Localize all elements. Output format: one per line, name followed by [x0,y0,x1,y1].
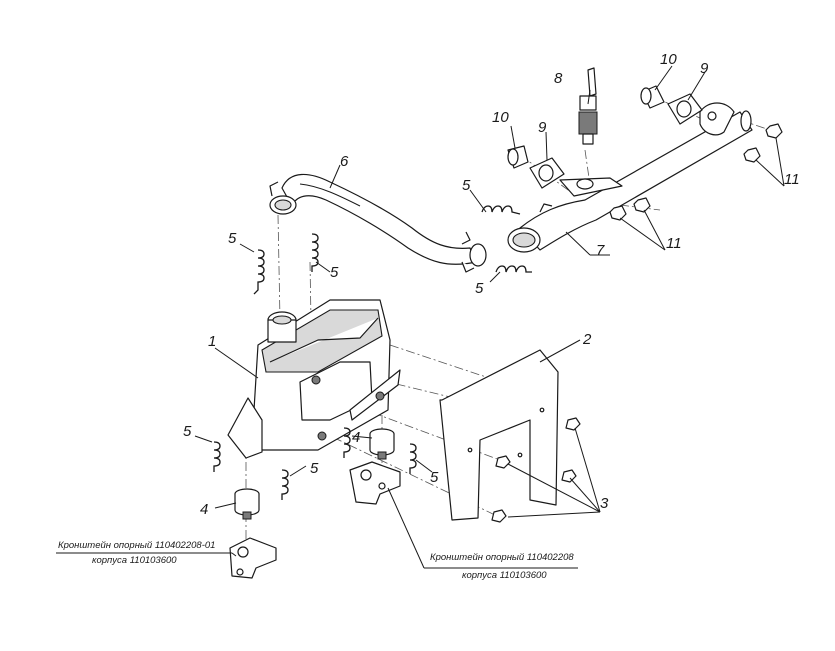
callout-5-c: 5 [462,177,471,194]
callout-9-lower: 9 [538,119,547,136]
callout-9-upper: 9 [700,60,709,77]
callout-5-d: 5 [475,280,484,297]
spring-2 [311,233,319,272]
oxygen-sensor [578,67,598,145]
bushing-upper [640,85,665,109]
spring-4 [495,265,532,273]
spring-5 [213,441,221,472]
exhaust-pipe [507,102,753,253]
spring-1 [253,249,265,295]
callout-10-upper: 10 [660,51,677,68]
callout-11-upper: 11 [784,171,800,188]
gasket-upper [667,93,703,125]
screws [491,417,581,523]
rubber-mount-right [369,428,395,460]
callout-2: 2 [582,331,592,348]
callout-7: 7 [596,242,605,259]
gasket-lower [529,157,565,189]
callout-10-lower: 10 [492,109,509,126]
heat-shield [439,349,559,521]
callout-5-e: 5 [183,423,192,440]
callout-1: 1 [208,333,216,350]
muffler [227,299,401,459]
caption-bracket-b-line1: Кронштейн опорный 110402208 [430,552,574,563]
caption-bracket-a-line1: Кронштейн опорный 110402208-01 [58,540,215,551]
hose-pipe [269,173,487,273]
callout-5-b: 5 [330,264,339,281]
nuts [609,123,783,221]
callout-8: 8 [554,70,563,87]
spring-8 [409,443,417,474]
callout-leaders [56,65,785,569]
spring-3 [481,205,521,215]
bushing-lower [507,145,529,169]
callout-3: 3 [600,495,609,512]
mounting-bracket-b [349,461,401,505]
callout-5-a: 5 [228,230,237,247]
rubber-mount-left [234,488,260,520]
callout-4-left: 4 [200,501,208,518]
spring-7 [343,427,351,458]
callout-6: 6 [340,153,349,170]
callout-11-lower: 11 [666,235,682,252]
caption-bracket-a-line2: корпуса 110103600 [92,555,177,566]
mounting-bracket-a [229,537,277,579]
callout-numbers: 1 2 3 4 4 5 5 5 5 5 5 5 6 7 8 9 9 10 10 … [183,51,800,518]
bracket-captions: Кронштейн опорный 110402208-01 корпуса 1… [58,540,574,581]
callout-4-right: 4 [352,429,360,446]
callout-5-f: 5 [310,460,319,477]
spring-6 [281,469,289,500]
caption-bracket-b-line2: корпуса 110103600 [462,570,547,581]
callout-5-g: 5 [430,469,439,486]
